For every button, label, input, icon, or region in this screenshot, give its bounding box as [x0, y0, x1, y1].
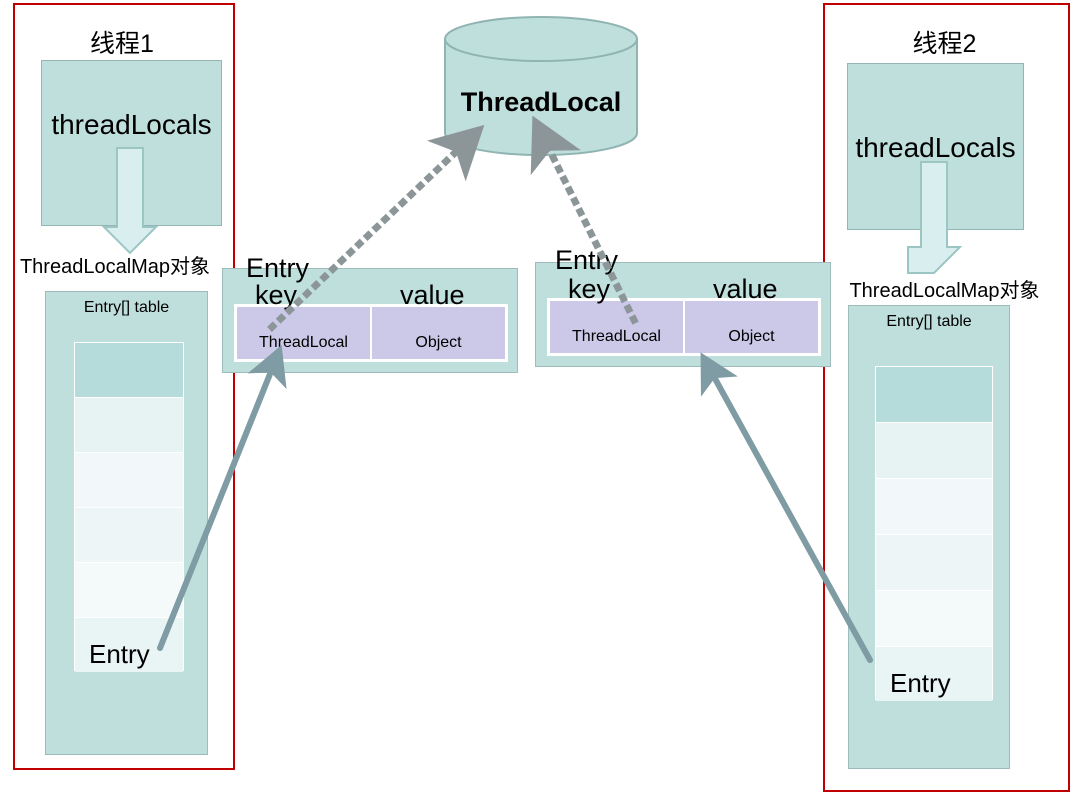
table-cell [876, 367, 992, 423]
thread-1-entry-table: Entry[] table Entry [45, 291, 208, 755]
thread-1-entry-table-title: Entry[] table [83, 299, 170, 316]
entry-card-1-key-cell: key ThreadLocal [236, 280, 371, 360]
entry-card-1-value-type: Object [415, 334, 462, 351]
entry-card-2-kv: key ThreadLocal value Object [547, 274, 821, 356]
entry-card-2-title: Entry [555, 245, 619, 275]
table-cell [876, 535, 992, 591]
entry-card-1-kv: key ThreadLocal value Object [234, 280, 508, 362]
thread-2-entry-table-title: Entry[] table [886, 313, 972, 330]
threadlocal-cylinder-label: ThreadLocal [460, 87, 622, 117]
thread-2-entry-cell-label: Entry [890, 668, 951, 698]
thread-2-entry-table: Entry[] table Entry [848, 305, 1010, 769]
thread-1-title: 线程1 [90, 30, 154, 58]
entry-card-2-value-type: Object [728, 328, 775, 345]
table-cell [876, 591, 992, 647]
entry-card-2-key-type: ThreadLocal [572, 328, 661, 345]
table-cell [876, 423, 992, 479]
table-cell [75, 508, 183, 563]
thread-1-map-caption: ThreadLocalMap对象 [19, 256, 211, 278]
thread-2-threadlocals-label: threadLocals [855, 132, 1016, 163]
entry-card-1-key-head: key [255, 280, 298, 310]
thread-1-table-cells: Entry [74, 342, 184, 672]
thread-1-threadlocals-label: threadLocals [51, 109, 212, 140]
thread-2-title: 线程2 [912, 30, 977, 58]
thread-2-map-caption: ThreadLocalMap对象 [849, 280, 1040, 302]
entry-card-2-value-head: value [713, 274, 778, 304]
table-cell-occupied: Entry [75, 618, 183, 672]
entry-card-2-key-head: key [568, 274, 611, 304]
threadlocal-cylinder: ThreadLocal [443, 15, 639, 157]
entry-card-2-value-cell: value Object [684, 274, 819, 354]
entry-card-2-key-cell: key ThreadLocal [549, 274, 684, 354]
entry-card-1-value-head: value [400, 280, 465, 310]
table-cell [876, 479, 992, 535]
table-cell [75, 343, 183, 398]
cylinder-shape [444, 16, 638, 156]
table-cell-occupied: Entry [876, 647, 992, 701]
entry-card-1-key-type: ThreadLocal [259, 334, 348, 351]
table-cell [75, 453, 183, 508]
table-cell [75, 563, 183, 618]
thread-1-entry-cell-label: Entry [89, 639, 150, 669]
thread-2-table-cells: Entry [875, 366, 993, 701]
table-cell [75, 398, 183, 453]
entry-card-1-value-cell: value Object [371, 280, 506, 360]
